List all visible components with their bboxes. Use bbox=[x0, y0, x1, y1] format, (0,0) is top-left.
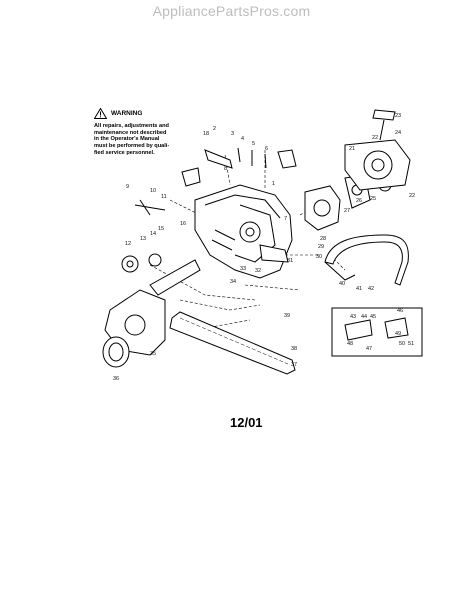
callout-7: 7 bbox=[284, 216, 287, 222]
callout-23: 23 bbox=[395, 113, 401, 119]
callout-11: 11 bbox=[161, 194, 167, 200]
callout-4: 4 bbox=[241, 136, 244, 142]
callout-6: 6 bbox=[265, 146, 268, 152]
warning-line: must be performed by quali- bbox=[94, 143, 170, 150]
inset-detail bbox=[331, 307, 423, 357]
callout-27: 27 bbox=[344, 208, 350, 214]
warning-line: in the Operator's Manual bbox=[94, 136, 160, 143]
callout-45: 45 bbox=[370, 314, 376, 320]
callout-32: 32 bbox=[255, 268, 261, 274]
callout-18: 18 bbox=[203, 131, 209, 137]
warning-text: All repairs, adjustments and maintenance… bbox=[94, 123, 190, 157]
callout-numbers: 2 3 4 5 6 8 9 10 11 16 12 13 14 15 1 7 3… bbox=[113, 113, 415, 382]
callout-1: 1 bbox=[272, 181, 275, 187]
callout-33: 33 bbox=[240, 266, 246, 272]
callout-29: 29 bbox=[318, 244, 324, 250]
callout-22b: 22 bbox=[409, 193, 415, 199]
callout-24: 24 bbox=[395, 130, 401, 136]
date-code: 12/01 bbox=[230, 415, 263, 430]
callout-36: 36 bbox=[113, 376, 119, 382]
callout-35: 35 bbox=[150, 351, 156, 357]
callout-5: 5 bbox=[252, 141, 255, 147]
warning-line: fied service personnel. bbox=[94, 149, 155, 156]
callout-22: 22 bbox=[372, 135, 378, 141]
callout-51: 51 bbox=[408, 341, 414, 347]
callout-41: 41 bbox=[356, 286, 362, 292]
callout-39: 39 bbox=[284, 313, 290, 319]
callout-25: 25 bbox=[370, 196, 376, 202]
callout-8: 8 bbox=[224, 166, 227, 172]
starter-housing bbox=[344, 109, 411, 191]
callout-50: 50 bbox=[399, 341, 405, 347]
front-handle bbox=[324, 234, 409, 286]
callout-31: 31 bbox=[287, 258, 293, 264]
callout-42: 42 bbox=[368, 286, 374, 292]
callout-3: 3 bbox=[231, 131, 234, 137]
callout-21: 21 bbox=[349, 146, 355, 152]
callout-46: 46 bbox=[397, 308, 403, 314]
warning-header: WARNING bbox=[94, 108, 190, 119]
callout-15: 15 bbox=[158, 226, 164, 232]
callout-49: 49 bbox=[395, 331, 401, 337]
callout-38: 38 bbox=[291, 346, 297, 352]
warning-title: WARNING bbox=[111, 110, 143, 117]
callout-2: 2 bbox=[213, 126, 216, 132]
warning-icon bbox=[94, 108, 107, 119]
callout-34: 34 bbox=[230, 279, 236, 285]
sprocket-parts bbox=[121, 199, 166, 273]
callout-16: 16 bbox=[180, 221, 186, 227]
callout-43: 43 bbox=[350, 314, 356, 320]
callout-9: 9 bbox=[126, 184, 129, 190]
callout-14: 14 bbox=[150, 231, 156, 237]
callout-47: 47 bbox=[366, 346, 372, 352]
warning-notice: WARNING All repairs, adjustments and mai… bbox=[94, 108, 190, 157]
warning-line: All repairs, adjustments and bbox=[94, 123, 169, 129]
callout-28: 28 bbox=[320, 236, 326, 242]
throttle-assembly bbox=[181, 147, 297, 187]
callout-10: 10 bbox=[150, 188, 156, 194]
callout-30: 30 bbox=[316, 254, 322, 260]
guide-bar bbox=[169, 311, 296, 375]
callout-44: 44 bbox=[361, 314, 367, 320]
callout-48: 48 bbox=[347, 341, 353, 347]
callout-40: 40 bbox=[339, 281, 345, 287]
callout-12: 12 bbox=[125, 241, 131, 247]
site-watermark: AppliancePartsPros.com bbox=[152, 3, 311, 19]
engine-housing bbox=[194, 184, 293, 279]
callout-13: 13 bbox=[140, 236, 146, 242]
warning-line: maintenance not described bbox=[94, 129, 167, 136]
bar-knob bbox=[102, 336, 130, 368]
callout-37: 37 bbox=[291, 362, 297, 368]
callout-26: 26 bbox=[356, 198, 362, 204]
